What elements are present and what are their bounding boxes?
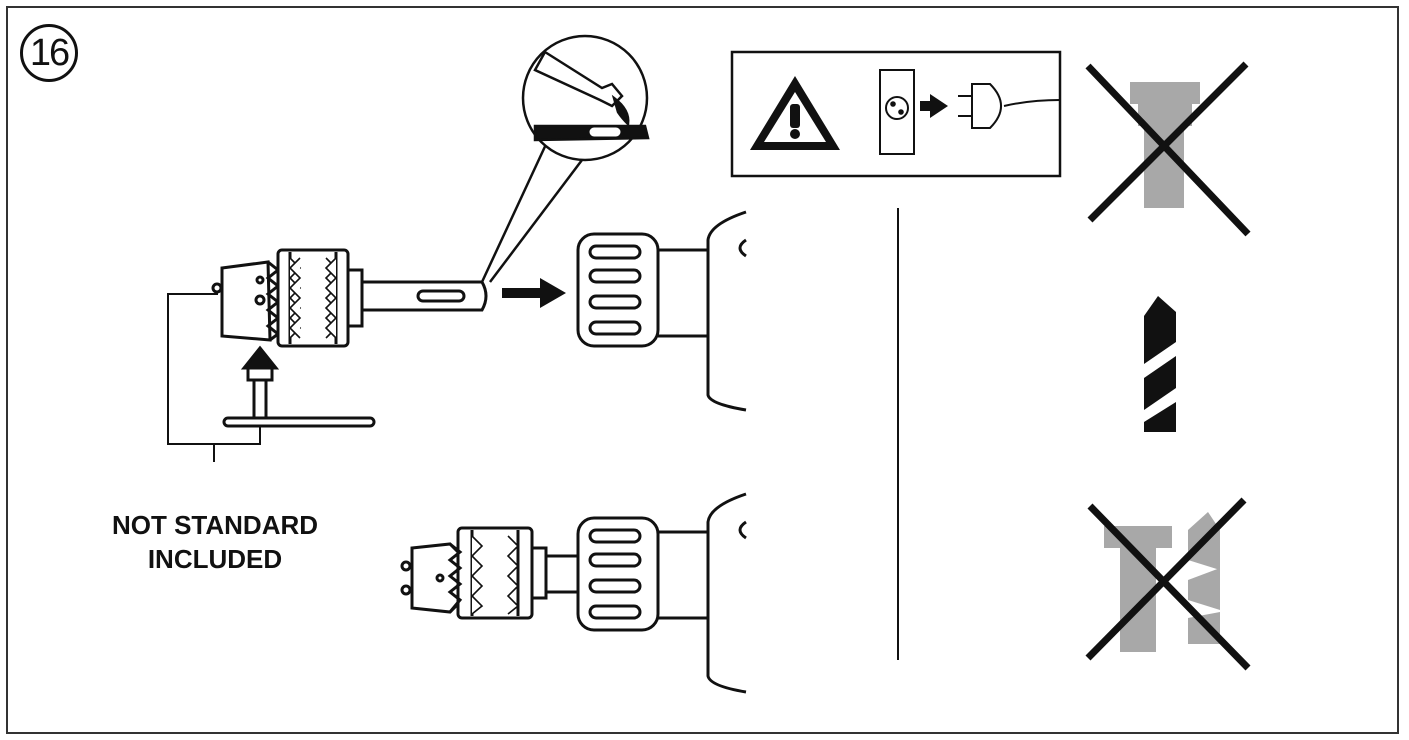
insert-arrow	[502, 278, 566, 308]
diagram-frame	[6, 6, 1399, 734]
warning-triangle-icon	[750, 76, 840, 150]
note-line-2: INCLUDED	[147, 544, 283, 574]
crossed-out-bit-icon	[1085, 61, 1251, 237]
not-included-note: NOT STANDARD INCLUDED	[70, 508, 360, 576]
step-number-badge: 16	[20, 24, 78, 82]
not-included-bracket	[167, 293, 261, 462]
note-line-1: NOT STANDARD	[111, 510, 319, 540]
chuck-key	[222, 345, 376, 428]
drill-head-top	[576, 210, 747, 412]
spiral-drill-bit-icon	[1144, 296, 1176, 432]
drill-with-chuck-fitted	[400, 492, 747, 694]
unplug-warning-box	[730, 50, 1062, 178]
grease-callout	[480, 34, 650, 283]
unplug-from-socket-icon	[879, 69, 1061, 155]
crossed-out-bit-icon	[1085, 497, 1251, 671]
drill-chuck-with-adapter	[211, 248, 488, 348]
